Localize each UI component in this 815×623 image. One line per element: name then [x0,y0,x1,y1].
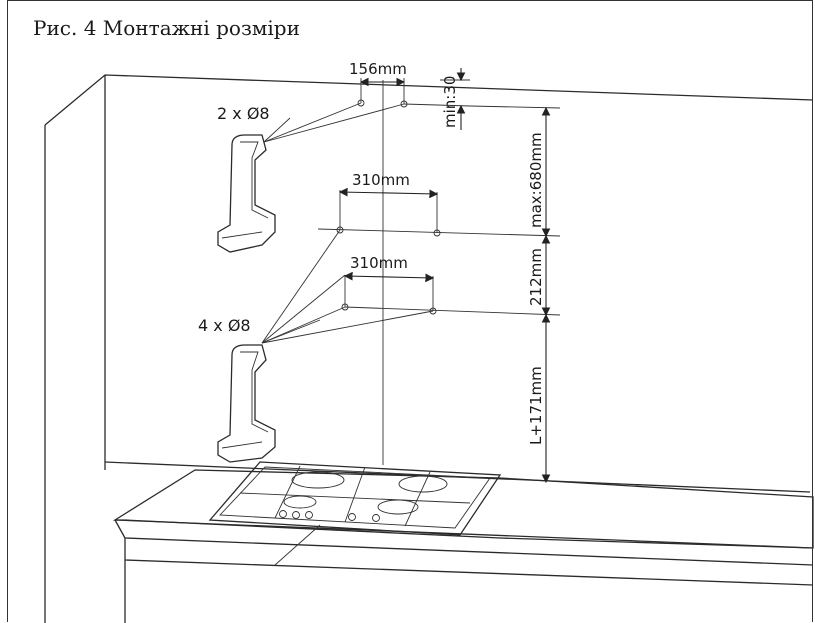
dim-310-low: 310mm [343,254,435,283]
holes-top-label: 2 x Ø8 [217,104,270,123]
dim-310-mid: 310mm [338,171,439,199]
dim-min30-label: min:30 [441,76,459,128]
dim-max680-label: max:680mm [527,132,545,228]
dim-min30: min:30 [440,68,470,130]
figure-title: Рис. 4 Монтажні розміри [33,16,300,40]
dim-l171-label: L+171mm [527,366,545,445]
holes-low [261,274,561,344]
dim-156: 156mm [349,60,407,87]
dim-310-low-label: 310mm [350,254,408,272]
figure-frame [7,0,813,622]
holes-bottom-label: 4 x Ø8 [198,316,251,335]
bracket-top [217,134,276,253]
bracket-bottom [217,344,276,463]
hob [208,461,502,566]
dim-vertical-right: max:680mm 212mm L+171mm [527,106,551,484]
dim-156-label: 156mm [349,60,407,78]
dim-212-label: 212mm [527,248,545,306]
holes-mid [261,190,561,344]
dim-310-mid-label: 310mm [352,171,410,189]
holes-top [263,78,561,143]
countertop [104,461,814,623]
wall [44,74,814,623]
